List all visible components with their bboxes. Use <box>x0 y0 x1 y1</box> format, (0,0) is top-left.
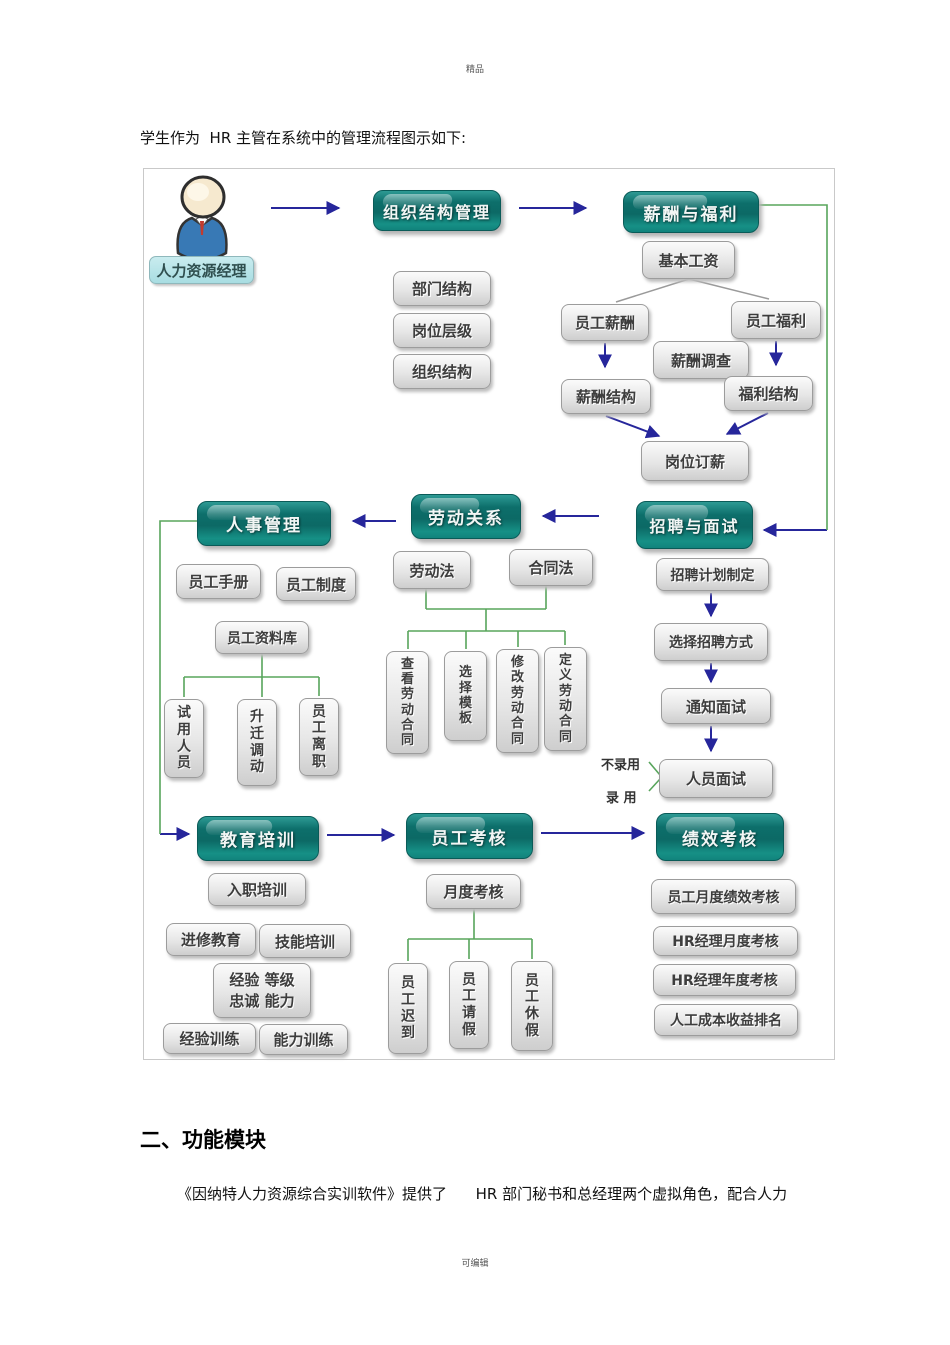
section-heading: 二、功能模块 <box>140 1128 266 1152</box>
node-personnel-mgmt: 人事管理 <box>197 501 331 546</box>
node-contract-law: 合同法 <box>509 549 593 586</box>
node-recruit-method: 选择招聘方式 <box>654 623 768 661</box>
node-employee-database: 员工资料库 <box>215 621 309 654</box>
node-base-salary: 基本工资 <box>642 241 735 279</box>
node-notify-interview: 通知面试 <box>661 688 771 724</box>
node-experience-grade-line1: 经验 等级 <box>229 971 295 990</box>
node-further-education: 进修教育 <box>166 923 256 956</box>
node-org-structure-mgmt: 组织结构管理 <box>373 190 501 231</box>
node-labor-relations: 劳动关系 <box>411 494 521 539</box>
node-org-structure: 组织结构 <box>393 354 491 389</box>
node-employee-vacation: 员工休假 <box>511 961 553 1051</box>
node-hr-manager-monthly-assessment: HR经理月度考核 <box>653 926 798 956</box>
node-post-level: 岗位层级 <box>393 313 491 348</box>
node-experience-training: 经验训练 <box>163 1023 256 1054</box>
watermark-bottom: 可编辑 <box>461 1259 489 1269</box>
node-dept-structure: 部门结构 <box>393 271 491 306</box>
node-define-labor-contract: 定义劳动合同 <box>544 647 587 751</box>
watermark-top: 精品 <box>465 65 484 75</box>
node-employee-departure: 员工离职 <box>299 698 339 776</box>
node-modify-labor-contract: 修改劳动合同 <box>496 649 539 753</box>
node-employee-welfare: 员工福利 <box>731 301 821 339</box>
node-skill-training: 技能培训 <box>259 924 351 958</box>
node-promotion-transfer: 升迁调动 <box>237 699 277 786</box>
node-hr-manager-yearly-assessment: HR经理年度考核 <box>653 964 796 996</box>
node-employee-leave: 员工请假 <box>449 961 489 1049</box>
node-probation-staff: 试用人员 <box>164 699 204 778</box>
node-personnel-interview: 人员面试 <box>659 759 773 798</box>
node-employee-rules: 员工制度 <box>276 567 356 601</box>
body-paragraph: 《因纳特人力资源综合实训软件》提供了 HR 部门秘书和总经理两个虚拟角色，配合人… <box>177 1185 788 1203</box>
node-recruit-plan: 招聘计划制定 <box>656 558 769 591</box>
node-post-salary-setting: 岗位订薪 <box>641 441 749 481</box>
node-employee-handbook: 员工手册 <box>176 564 261 599</box>
node-employee-assessment: 员工考核 <box>406 813 533 859</box>
node-experience-grade-line2: 忠诚 能力 <box>229 991 295 1010</box>
node-salary-structure: 薪酬结构 <box>561 379 651 414</box>
node-employee-late: 员工迟到 <box>388 963 428 1054</box>
node-select-template: 选择模板 <box>444 651 487 741</box>
person-icon <box>176 175 228 257</box>
node-ability-training: 能力训练 <box>259 1024 348 1055</box>
node-employee-monthly-performance: 员工月度绩效考核 <box>651 879 796 914</box>
node-employee-salary: 员工薪酬 <box>561 304 649 341</box>
node-education-training: 教育培训 <box>197 816 319 861</box>
node-view-labor-contract: 查看劳动合同 <box>386 651 429 754</box>
label-hired: 录 用 <box>606 791 637 806</box>
node-recruit-interview: 招聘与面试 <box>636 501 753 549</box>
node-hr-manager: 人力资源经理 <box>149 256 254 284</box>
node-labor-law: 劳动法 <box>393 551 471 589</box>
node-performance-assessment: 绩效考核 <box>656 813 784 861</box>
label-not-hired: 不录用 <box>601 758 641 773</box>
node-onboarding-training: 入职培训 <box>208 873 306 906</box>
node-salary-welfare: 薪酬与福利 <box>623 191 759 233</box>
node-experience-grade: 经验 等级 忠诚 能力 <box>213 963 311 1018</box>
node-monthly-assessment: 月度考核 <box>426 874 521 909</box>
intro-text: 学生作为 HR 主管在系统中的管理流程图示如下: <box>140 129 467 147</box>
node-salary-survey: 薪酬调查 <box>653 341 749 379</box>
node-welfare-structure: 福利结构 <box>724 376 813 411</box>
hr-flowchart: 人力资源经理 组织结构管理 薪酬与福利 人事管理 劳动关系 招聘与面试 教育培训… <box>143 168 835 1060</box>
node-labor-cost-revenue-ranking: 人工成本收益排名 <box>654 1004 798 1036</box>
